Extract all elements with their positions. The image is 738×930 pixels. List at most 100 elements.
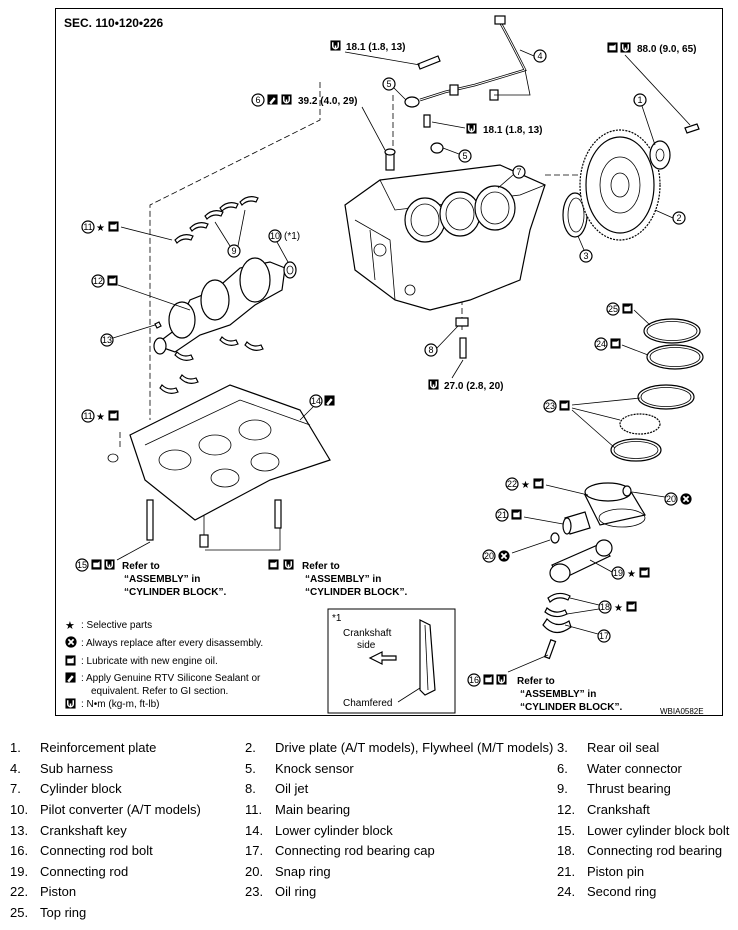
sealant-icon (324, 395, 335, 406)
callout-10 (268, 229, 282, 243)
torque-label-2: 88.0 (9.0, 65) (607, 42, 696, 126)
callout-11-label: 11 (83, 222, 92, 232)
svg-text:“ASSEMBLY” in: “ASSEMBLY” in (124, 574, 200, 585)
replace-icon (680, 493, 692, 505)
crankshaft-key (154, 321, 162, 329)
svg-text:equivalent. Refer to GI sectio: equivalent. Refer to GI section. (91, 686, 228, 697)
svg-text:: Apply Genuine RTV Silicone: : Apply Genuine RTV Silicone Sealant or (81, 673, 261, 684)
callout-11b (81, 409, 95, 423)
cylinder-block (344, 164, 546, 311)
water-connector (384, 148, 396, 171)
connecting-rod-bolt (543, 639, 557, 660)
lube-icon (91, 559, 102, 570)
callout-10-label: 10 (270, 231, 280, 241)
svg-text:“ASSEMBLY” in: “ASSEMBLY” in (520, 689, 596, 700)
torque-label-1: 18.1 (1.8, 13) (330, 40, 421, 66)
lower-block-bolts (146, 499, 282, 551)
piston-pin (562, 511, 591, 535)
callout-18 (598, 600, 612, 614)
detail-box-pilot-converter: *1 Crankshaft side Chamfered (327, 608, 456, 714)
lube-icon (108, 410, 119, 421)
callout-23-label: 23 (545, 401, 555, 411)
callout-19 (611, 566, 625, 580)
callout-20-label: 20 (666, 494, 676, 504)
lube-icon (559, 400, 570, 411)
sub-harness (419, 15, 531, 102)
svg-text:88.0 (9.0, 65): 88.0 (9.0, 65) (637, 44, 696, 55)
lower-cylinder-block (107, 384, 331, 521)
callout-5 (382, 77, 396, 91)
lube-icon (610, 338, 621, 349)
piston (584, 482, 646, 528)
main-bearings-lower (159, 336, 264, 394)
callout-18-label: 18 (600, 602, 610, 612)
callout-6-label: 6 (255, 95, 260, 105)
svg-text:: Lubricate with new engine oi: : Lubricate with new engine oil. (81, 656, 218, 667)
section-title: SEC. 110•120•226 (64, 16, 163, 30)
callout-14 (309, 394, 323, 408)
piston-rings (610, 318, 704, 462)
svg-text:Refer to: Refer to (302, 561, 340, 572)
callout-1-label: 1 (637, 95, 642, 105)
svg-text:: Selective parts: : Selective parts (81, 620, 152, 631)
svg-text:: N•m (kg-m, ft-lb): : N•m (kg-m, ft-lb) (81, 699, 160, 710)
callout-25-label: 25 (608, 304, 618, 314)
callout-16-label: 16 (469, 675, 479, 685)
svg-text:27.0 (2.8, 20): 27.0 (2.8, 20) (444, 381, 503, 392)
lube-icon (639, 567, 650, 578)
svg-text:Crankshaft: Crankshaft (343, 628, 392, 639)
callout-23 (543, 399, 557, 413)
selective-star: ★ (96, 223, 105, 234)
callout-1 (633, 93, 647, 107)
callout-8-label: 8 (428, 345, 433, 355)
bolt (417, 55, 441, 70)
callout-24 (594, 337, 608, 351)
callout-5b (458, 149, 472, 163)
callout-13 (100, 333, 114, 347)
figure-code: WBIA0582E (660, 707, 704, 716)
replace-icon (498, 550, 510, 562)
callout-21-label: 21 (497, 510, 507, 520)
callout-3-label: 3 (583, 251, 588, 261)
svg-text:18.1 (1.8, 13): 18.1 (1.8, 13) (483, 125, 542, 136)
svg-text:“ASSEMBLY” in: “ASSEMBLY” in (305, 574, 381, 585)
snap-ring (622, 485, 632, 497)
svg-text:side: side (357, 640, 376, 651)
lube-icon (107, 275, 118, 286)
callout-8 (424, 343, 438, 357)
rear-oil-seal (562, 192, 588, 238)
refer-note-lower-block: Refer to “ASSEMBLY” in “CYLINDER BLOCK”. (268, 559, 407, 598)
callout-4-label: 4 (537, 51, 542, 61)
arrow-left-icon (368, 651, 397, 665)
callout-2-label: 2 (676, 213, 681, 223)
callout-6 (251, 93, 265, 107)
callout-11b-label: 11 (83, 411, 92, 421)
lube-icon (108, 221, 119, 232)
exploded-view-diagram: SEC. 110•120•226 (64, 15, 704, 716)
connecting-rod (549, 539, 613, 583)
lube-icon (483, 674, 494, 685)
torque-icon (104, 559, 115, 570)
selective-star: ★ (627, 569, 636, 580)
refer-note-rod-bolt: Refer to “ASSEMBLY” in “CYLINDER BLOCK”. (517, 676, 622, 713)
svg-text:“CYLINDER BLOCK”.: “CYLINDER BLOCK”. (520, 702, 622, 713)
callout-16 (467, 673, 481, 687)
svg-text:*1: *1 (332, 613, 342, 624)
svg-text:: Always replace after every d: : Always replace after every disassembly… (81, 638, 263, 649)
callout-20b (482, 549, 496, 563)
oil-jet (455, 317, 469, 359)
torque-icon (65, 698, 76, 709)
callout-13-label: 13 (102, 335, 112, 345)
svg-text:Refer to: Refer to (122, 561, 160, 572)
snap-ring (550, 532, 560, 544)
crankshaft (153, 257, 286, 355)
callout-9-label: 9 (231, 246, 236, 256)
selective-star: ★ (521, 480, 530, 491)
svg-text:“CYLINDER BLOCK”.: “CYLINDER BLOCK”. (124, 587, 226, 598)
torque-icon (496, 674, 507, 685)
callout-21 (495, 508, 509, 522)
lube-icon (511, 509, 522, 520)
callout-12 (91, 274, 105, 288)
callout-11 (81, 220, 95, 234)
lube-icon (622, 303, 633, 314)
